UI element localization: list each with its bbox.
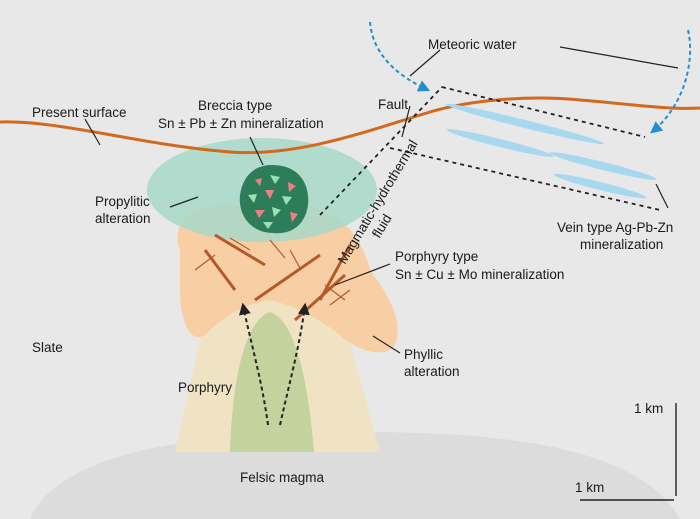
label-vein-line1: Vein type Ag-Pb-Zn	[557, 220, 673, 235]
fault-line	[319, 86, 443, 216]
label-porphyry-type-line1: Porphyry type	[395, 249, 478, 264]
meteoric-arrow-right	[650, 29, 692, 134]
label-propylitic-line2: alteration	[95, 211, 151, 226]
porphyry-veins	[203, 233, 352, 322]
porphyry-stockwork	[194, 237, 351, 306]
meteoric-arrow-left	[369, 21, 431, 92]
breccia-pipe	[239, 165, 309, 234]
label-slate: Slate	[32, 340, 63, 355]
label-phyllic-line1: Phyllic	[404, 347, 443, 362]
label-fault: Fault	[378, 97, 408, 112]
leader-lines	[84, 46, 679, 354]
present-surface-line	[0, 96, 700, 155]
fault-lower-boundary	[389, 147, 661, 211]
felsic-magma-body	[30, 432, 680, 519]
fault-upper-boundary	[441, 86, 646, 138]
fluid-arrow-left	[239, 302, 269, 426]
label-vein-line2: mineralization	[580, 237, 663, 252]
meteoric-veins	[445, 103, 657, 199]
label-propylitic-line1: Propylitic	[95, 194, 150, 209]
label-porphyry-type-line2: Sn ± Cu ± Mo mineralization	[395, 267, 564, 282]
label-phyllic-line2: alteration	[404, 364, 460, 379]
fluid-arrow-right	[279, 302, 310, 426]
label-meteoric-water: Meteoric water	[428, 37, 517, 52]
label-breccia-line2: Sn ± Pb ± Zn mineralization	[158, 116, 324, 131]
label-felsic-magma: Felsic magma	[240, 470, 325, 485]
label-breccia-line1: Breccia type	[198, 98, 272, 113]
label-porphyry: Porphyry	[178, 380, 232, 395]
label-scale-vertical: 1 km	[634, 401, 663, 416]
fluid-core	[230, 312, 314, 452]
label-present-surface: Present surface	[32, 105, 127, 120]
label-scale-horizontal: 1 km	[575, 480, 604, 495]
